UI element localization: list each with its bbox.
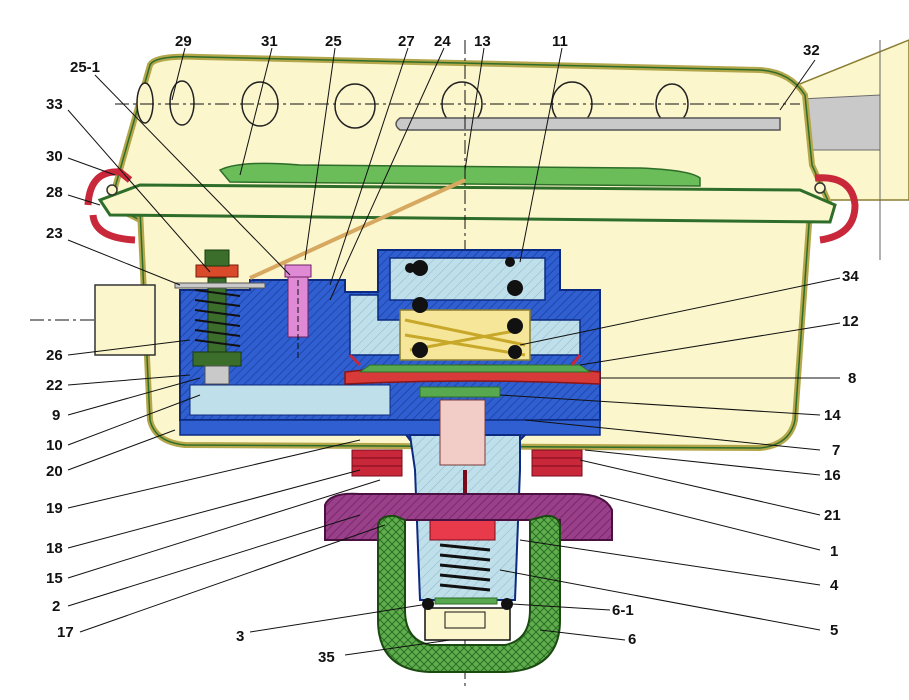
callout-31: 31 xyxy=(261,33,278,50)
leader-lines xyxy=(67,47,841,656)
callout-21: 21 xyxy=(824,507,841,524)
callout-35: 35 xyxy=(318,649,335,666)
pin xyxy=(284,264,312,360)
callout-5: 5 xyxy=(830,622,838,639)
callout-18: 18 xyxy=(46,540,63,557)
callout-3: 3 xyxy=(236,628,244,645)
callout-24: 24 xyxy=(434,33,451,50)
callout-19: 19 xyxy=(46,500,63,517)
callout-29: 29 xyxy=(175,33,192,50)
callout-23: 23 xyxy=(46,225,63,242)
callout-4: 4 xyxy=(830,577,839,594)
callout-10: 10 xyxy=(46,437,63,454)
callout-26: 26 xyxy=(46,347,63,364)
callout-34: 34 xyxy=(842,268,859,285)
callout-12: 12 xyxy=(842,313,859,330)
spring-coils xyxy=(405,257,523,359)
callout-22: 22 xyxy=(46,377,63,394)
vent-holes xyxy=(136,80,781,131)
callout-9: 9 xyxy=(52,407,60,424)
callout-1: 1 xyxy=(830,543,838,560)
side-brackets xyxy=(351,449,583,477)
callout-25: 25 xyxy=(325,33,342,50)
callout-20: 20 xyxy=(46,463,63,480)
callout-11: 11 xyxy=(552,33,568,50)
callout-32: 32 xyxy=(803,42,820,59)
callout-15: 15 xyxy=(46,570,63,587)
callout-27: 27 xyxy=(398,33,415,50)
callout-16: 16 xyxy=(824,467,841,484)
callout-labels: 29 31 25 27 24 13 11 32 25-1 33 30 28 23… xyxy=(46,33,859,666)
callout-13: 13 xyxy=(474,33,491,50)
callout-6-1: 6-1 xyxy=(612,602,634,619)
callout-7: 7 xyxy=(832,442,840,459)
callout-25-1: 25-1 xyxy=(70,59,100,76)
callout-17: 17 xyxy=(57,624,74,641)
callout-14: 14 xyxy=(824,407,841,424)
callout-33: 33 xyxy=(46,96,63,113)
inlet-pipe xyxy=(94,284,156,356)
callout-2: 2 xyxy=(52,598,60,615)
callout-8: 8 xyxy=(848,370,856,387)
callout-28: 28 xyxy=(46,184,63,201)
callout-30: 30 xyxy=(46,148,63,165)
clamp-ring xyxy=(84,168,859,244)
callout-6: 6 xyxy=(628,631,636,648)
protective-cap xyxy=(377,514,561,673)
lever-rod xyxy=(249,178,466,280)
